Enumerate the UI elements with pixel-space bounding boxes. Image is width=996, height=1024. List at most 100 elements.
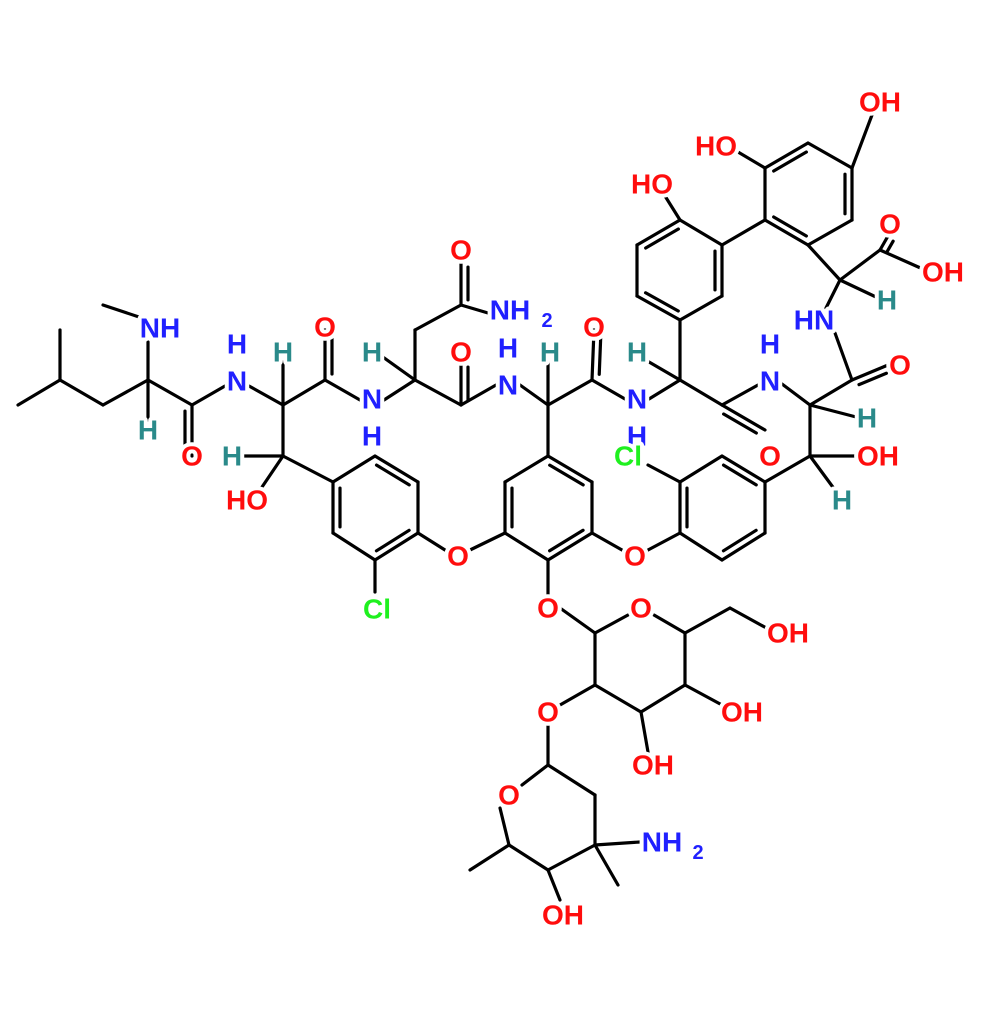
bond [763,218,810,247]
atom-label-o: O [624,541,646,572]
bond [16,378,62,407]
bond [720,531,767,562]
bond [468,531,507,552]
atom-label-o: O [447,541,469,572]
bond [720,218,767,247]
bond [101,303,150,322]
bond [374,528,411,553]
atom-label-h: H [832,485,852,516]
bond [663,194,682,222]
bond [720,403,767,432]
bond [468,843,511,872]
bond [772,150,808,173]
atom-label-h: H [362,421,382,452]
atom-label-h: H [877,285,897,316]
atom-label-o: O [450,235,472,266]
bond [382,378,417,402]
atom-label-h: H [222,441,242,472]
atom-label-oh: OH [859,87,901,118]
atom-label-subscript: 2 [541,310,552,332]
atom-label-h: H [273,337,293,368]
bond [374,463,411,487]
atom-label-h: H [627,337,647,368]
bond [772,215,808,238]
bond [838,278,878,299]
bond [498,806,511,847]
atom-label-n: N [362,384,382,415]
bond [652,613,687,635]
bond [722,412,758,435]
bond [378,353,417,382]
atom-label-ho: HO [695,131,737,162]
atom-label-h: H [857,403,877,434]
bond [885,239,895,254]
atom-label-h: H [498,333,518,364]
bond [806,218,854,247]
atom-label-o: O [583,312,605,343]
bond [546,843,597,872]
bond [593,843,620,887]
bond [808,403,862,420]
atom-label-cl: Cl [363,594,391,625]
atom-label-nh: NH [140,313,180,344]
bond [678,294,724,322]
bond [720,454,767,484]
bond [503,454,550,484]
bond [833,331,854,382]
bond [678,531,724,562]
bond [643,291,680,313]
bond [635,218,682,247]
atom-label-o: O [450,337,472,368]
atom-label-o: O [314,312,336,343]
bonds [16,113,927,902]
bond [281,454,335,484]
bond [721,463,758,487]
bond [546,454,594,484]
bond [518,383,550,407]
atom-label-o: O [759,441,781,472]
atom-label-nh2: NH [490,295,530,326]
bond [546,868,562,902]
atom-label-hn: HN [794,305,834,336]
bond [808,378,854,407]
atom-label-oh: OH [922,257,964,288]
bond [507,843,550,872]
bond [850,113,874,170]
bond [459,383,498,407]
atom-label-oh: OH [857,441,899,472]
atom-label-oh: OH [542,900,584,931]
bond [58,378,105,407]
bond [590,328,596,382]
atom-label-oh: OH [767,618,809,649]
atom-label-n: N [498,370,518,401]
atom-label-n: N [627,384,647,415]
atom-label-h: H [138,415,158,446]
bond [590,531,624,552]
bond [558,606,597,635]
bond [878,234,890,252]
atom-label-h: H [627,421,647,452]
bond [331,531,377,562]
bond [736,150,767,170]
atom-label-oh: OH [632,750,674,781]
bond [644,227,680,250]
atom-label-o: O [181,441,203,472]
atom-label-o: O [537,697,559,728]
bond [806,243,842,282]
bond [683,683,724,707]
bond [593,683,643,714]
atom-label-n: N [227,366,247,397]
bond [331,454,377,484]
bond [593,613,630,635]
bond [503,531,550,562]
bond [281,378,327,407]
bond [548,463,585,487]
bond [190,384,227,407]
bond [597,334,603,376]
bond [683,606,732,635]
bond [590,378,627,401]
bond [720,383,760,407]
bond [646,463,682,484]
bond [459,303,490,315]
